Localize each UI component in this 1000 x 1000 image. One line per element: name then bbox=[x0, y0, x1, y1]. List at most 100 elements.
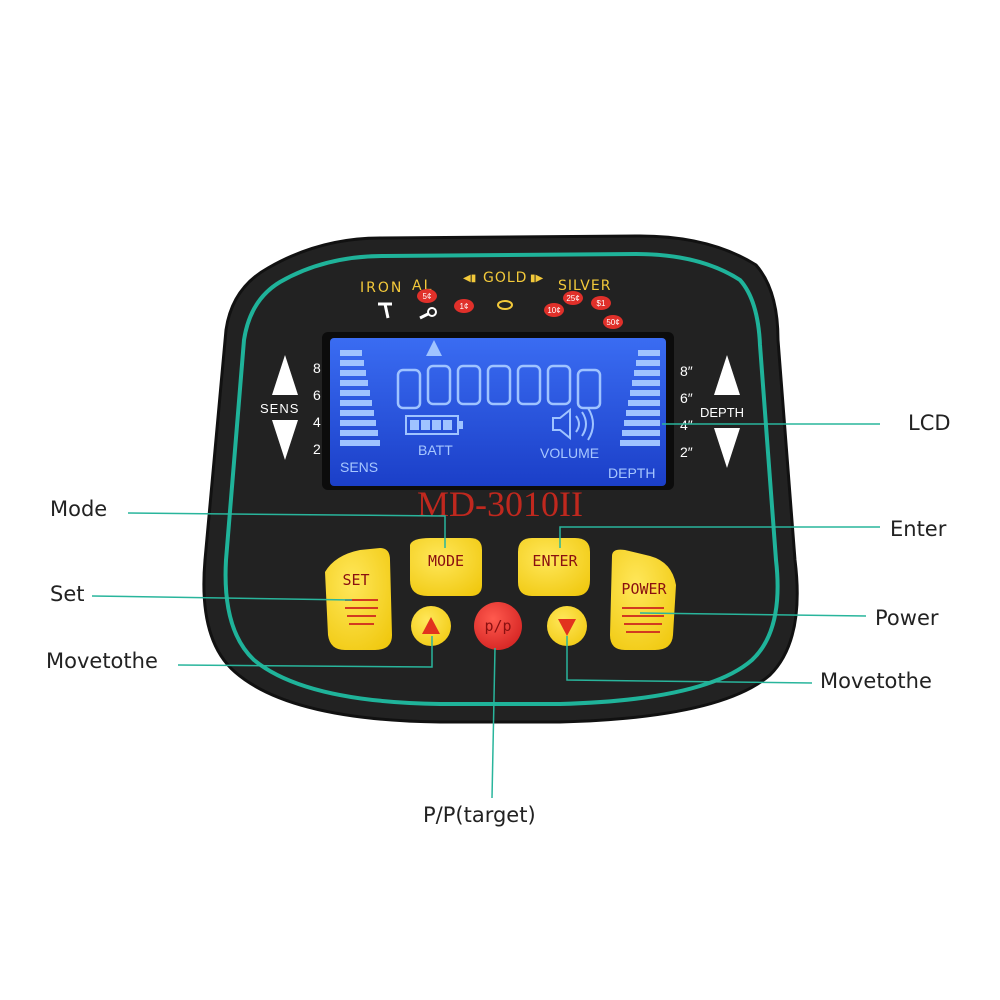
battery-icon bbox=[405, 415, 463, 435]
power-grip-lines-icon bbox=[622, 607, 664, 633]
lcd-digit-cell bbox=[456, 364, 482, 406]
coin-badge-5c: 5¢ bbox=[417, 289, 437, 303]
svg-text:50¢: 50¢ bbox=[606, 318, 619, 327]
callout-set: Set bbox=[50, 582, 85, 606]
svg-text:6″: 6″ bbox=[680, 390, 693, 406]
gold-right-arrows-icon: ▮▶ bbox=[530, 273, 544, 284]
svg-text:2″: 2″ bbox=[680, 444, 693, 460]
lcd-digit-cell bbox=[426, 364, 452, 406]
mode-button[interactable]: MODE bbox=[410, 538, 482, 596]
nail-icon bbox=[378, 302, 392, 319]
move-up-button[interactable] bbox=[411, 606, 451, 646]
coin-badge-1-dollar: $1 bbox=[591, 296, 611, 310]
lcd-digit-cell bbox=[396, 368, 422, 410]
power-button[interactable]: POWER bbox=[610, 549, 676, 650]
coin-badge-25c: 25¢ bbox=[563, 291, 583, 305]
svg-text:POWER: POWER bbox=[621, 580, 667, 598]
svg-text:p/p: p/p bbox=[484, 617, 511, 635]
callout-pinpoint: P/P(target) bbox=[423, 803, 536, 827]
lcd-depth-label: DEPTH bbox=[608, 465, 655, 481]
pinpoint-button[interactable]: p/p bbox=[474, 602, 522, 650]
pinpoint-leader-line bbox=[491, 647, 496, 799]
set-leader-line bbox=[91, 595, 353, 601]
gold-left-arrows-icon: ◀▮ bbox=[463, 273, 476, 284]
lcd-sens-bar bbox=[340, 390, 370, 396]
depth-scale: DEPTH 8″ 6″ 4″ 2″ bbox=[680, 355, 744, 468]
callout-move-down: Movetothe bbox=[820, 669, 932, 693]
power-leader-line bbox=[639, 612, 867, 617]
set-button[interactable]: SET bbox=[325, 548, 392, 650]
sens-scale-label: SENS bbox=[260, 401, 299, 416]
lcd-sens-bars bbox=[340, 350, 380, 446]
lcd-digit-cell bbox=[486, 364, 512, 406]
lcd-depth-bar bbox=[634, 370, 660, 376]
mode-leader-line bbox=[127, 512, 446, 548]
lcd-depth-bar bbox=[638, 350, 660, 356]
lcd-sens-bar bbox=[340, 410, 374, 416]
coin-badge-10c: 10¢ bbox=[544, 303, 564, 317]
lcd-sens-bar bbox=[340, 430, 378, 436]
callout-lcd: LCD bbox=[908, 411, 951, 435]
lcd-batt-label: BATT bbox=[418, 442, 453, 458]
lcd-sens-bar bbox=[340, 380, 368, 386]
silver-label: SILVER bbox=[558, 278, 611, 294]
svg-text:SET: SET bbox=[342, 571, 369, 589]
lcd-sens-bar bbox=[340, 370, 366, 376]
svg-text:6: 6 bbox=[313, 387, 321, 403]
callout-lines bbox=[91, 423, 880, 799]
svg-text:2: 2 bbox=[313, 441, 321, 457]
depth-up-arrow-icon bbox=[714, 355, 740, 395]
iron-label: IRON bbox=[360, 280, 403, 296]
lcd-depth-bar bbox=[636, 360, 660, 366]
sens-up-arrow-icon bbox=[272, 355, 298, 395]
lcd-depth-bar bbox=[620, 440, 660, 446]
move-down-leader-line bbox=[566, 636, 813, 684]
lcd-depth-bar bbox=[630, 390, 660, 396]
svg-text:ENTER: ENTER bbox=[532, 552, 578, 570]
move-down-button[interactable] bbox=[547, 606, 587, 646]
set-grip-lines-icon bbox=[345, 599, 378, 625]
body-trim bbox=[223, 251, 780, 706]
lcd-sens-bar bbox=[340, 350, 362, 356]
lcd-depth-bar bbox=[628, 400, 660, 406]
lcd-screen: SENS BATT VOLUME DEPTH bbox=[322, 332, 674, 490]
svg-text:MODE: MODE bbox=[428, 552, 464, 570]
lcd-sens-bar bbox=[340, 420, 376, 426]
lcd-sens-bar bbox=[340, 360, 364, 366]
depth-scale-label: DEPTH bbox=[700, 405, 744, 420]
down-triangle-icon bbox=[558, 619, 576, 636]
ring-icon bbox=[497, 300, 513, 310]
lcd-digit-cell bbox=[516, 364, 542, 406]
lcd-depth-bar bbox=[622, 430, 660, 436]
enter-leader-line bbox=[559, 526, 880, 548]
gold-label: GOLD bbox=[483, 270, 527, 286]
lcd-sens-bar bbox=[340, 400, 372, 406]
svg-text:4: 4 bbox=[313, 414, 321, 430]
callout-mode: Mode bbox=[50, 497, 108, 521]
lcd-digit-cells bbox=[396, 364, 602, 410]
pull-tab-icon bbox=[419, 307, 437, 320]
svg-text:8″: 8″ bbox=[680, 363, 693, 379]
lcd-depth-bar bbox=[624, 420, 660, 426]
sens-down-arrow-icon bbox=[272, 420, 298, 460]
callout-power: Power bbox=[875, 606, 939, 630]
svg-text:$1: $1 bbox=[597, 299, 606, 308]
lcd-pointer-icon bbox=[426, 340, 442, 356]
svg-text:1¢: 1¢ bbox=[460, 302, 469, 311]
depth-down-arrow-icon bbox=[714, 428, 740, 468]
svg-text:10¢: 10¢ bbox=[547, 306, 560, 315]
callout-enter: Enter bbox=[890, 517, 947, 541]
lcd-depth-bar bbox=[626, 410, 660, 416]
move-up-leader-line bbox=[177, 636, 433, 668]
svg-text:8: 8 bbox=[313, 360, 321, 376]
lcd-volume-label: VOLUME bbox=[540, 445, 599, 461]
lcd-digit-cell bbox=[546, 364, 572, 406]
up-triangle-icon bbox=[422, 617, 440, 634]
callout-move-up: Movetothe bbox=[46, 649, 158, 673]
svg-text:4″: 4″ bbox=[680, 417, 693, 433]
enter-button[interactable]: ENTER bbox=[518, 538, 590, 596]
coin-badge-50c: 50¢ bbox=[603, 315, 623, 329]
lcd-depth-bars bbox=[620, 350, 660, 446]
svg-text:25¢: 25¢ bbox=[566, 294, 579, 303]
